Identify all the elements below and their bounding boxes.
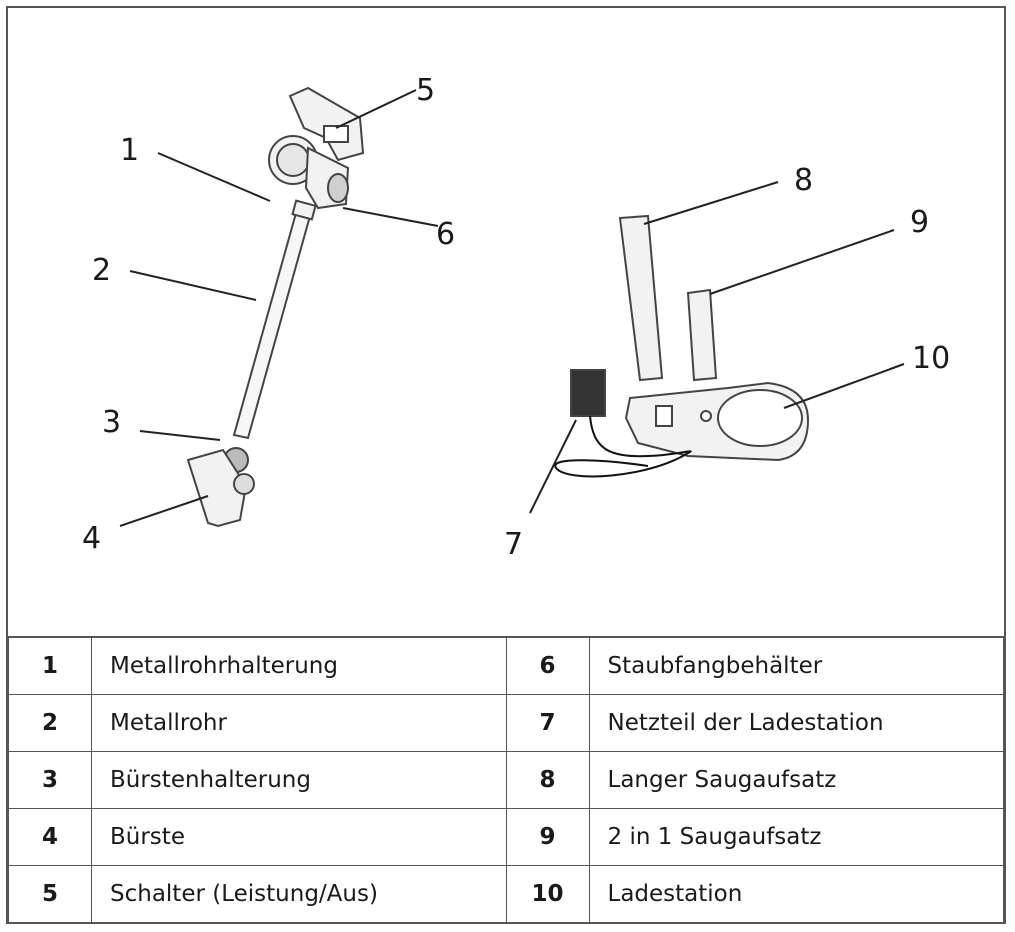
- part-number: 3: [8, 751, 92, 809]
- two-in-one-nozzle: [686, 288, 718, 382]
- callout-4: 4: [82, 521, 101, 556]
- part-label: Bürste: [91, 808, 507, 866]
- part-number: 1: [8, 636, 92, 695]
- charging-station: [554, 214, 810, 478]
- leader-8: [643, 181, 779, 225]
- part-number: 5: [8, 865, 92, 923]
- leader-1: [157, 152, 271, 202]
- legend-row: 4 Bürste 9 2 in 1 Saugaufsatz: [8, 808, 1004, 866]
- leader-6: [342, 207, 439, 227]
- part-label: Metallrohrhalterung: [91, 636, 507, 695]
- part-number: 2: [8, 694, 92, 752]
- callout-3: 3: [102, 405, 121, 440]
- figure-frame: 1 2 3 4 5 6 7 8 9 10 1 Metallrohrhalteru…: [6, 6, 1006, 924]
- callout-9: 9: [910, 205, 929, 240]
- callout-10: 10: [912, 341, 950, 376]
- part-number: 8: [505, 751, 590, 809]
- legend-row: 3 Bürstenhalterung 8 Langer Saugaufsatz: [8, 751, 1004, 809]
- callout-1: 1: [120, 133, 139, 168]
- callout-2: 2: [92, 253, 111, 288]
- brush-head: [186, 448, 248, 528]
- power-cable: [554, 415, 692, 478]
- leader-9: [709, 229, 895, 295]
- legend-row: 1 Metallrohrhalterung 6 Staubfangbehälte…: [8, 636, 1004, 695]
- part-number: 6: [505, 636, 590, 695]
- part-number: 4: [8, 808, 92, 866]
- part-label: 2 in 1 Saugaufsatz: [588, 808, 1004, 866]
- leader-7: [529, 419, 577, 514]
- leader-4: [119, 495, 209, 527]
- part-number: 7: [505, 694, 590, 752]
- power-switch: [323, 125, 349, 143]
- power-adapter: [570, 369, 606, 417]
- part-number: 10: [505, 865, 590, 923]
- leader-5: [335, 89, 417, 129]
- callout-5: 5: [416, 73, 435, 108]
- part-number: 9: [505, 808, 590, 866]
- part-label: Staubfangbehälter: [588, 636, 1004, 695]
- callout-6: 6: [436, 217, 455, 252]
- station-port: [700, 410, 712, 422]
- part-label: Netzteil der Ladestation: [588, 694, 1004, 752]
- stick-vacuum: [186, 86, 365, 528]
- long-nozzle: [618, 214, 664, 382]
- part-label: Schalter (Leistung/Aus): [91, 865, 507, 923]
- station-cup: [717, 389, 803, 447]
- metal-tube: [232, 211, 312, 440]
- leader-10: [783, 363, 905, 409]
- part-label: Metallrohr: [91, 694, 507, 752]
- callout-8: 8: [794, 163, 813, 198]
- parts-legend-table: 1 Metallrohrhalterung 6 Staubfangbehälte…: [8, 636, 1004, 923]
- leader-3: [139, 430, 221, 441]
- legend-row: 2 Metallrohr 7 Netzteil der Ladestation: [8, 694, 1004, 752]
- brush-wheel: [233, 473, 255, 495]
- product-illustration: 1 2 3 4 5 6 7 8 9 10: [82, 73, 950, 562]
- part-label: Ladestation: [588, 865, 1004, 923]
- part-label: Langer Saugaufsatz: [588, 751, 1004, 809]
- tube-holder: [291, 199, 317, 221]
- part-label: Bürstenhalterung: [91, 751, 507, 809]
- station-slot: [655, 405, 673, 427]
- motor-vent: [327, 173, 349, 203]
- legend-row: 5 Schalter (Leistung/Aus) 10 Ladestation: [8, 865, 1004, 923]
- callout-7: 7: [504, 527, 523, 562]
- dust-container-inner: [276, 143, 310, 177]
- leader-2: [129, 270, 257, 301]
